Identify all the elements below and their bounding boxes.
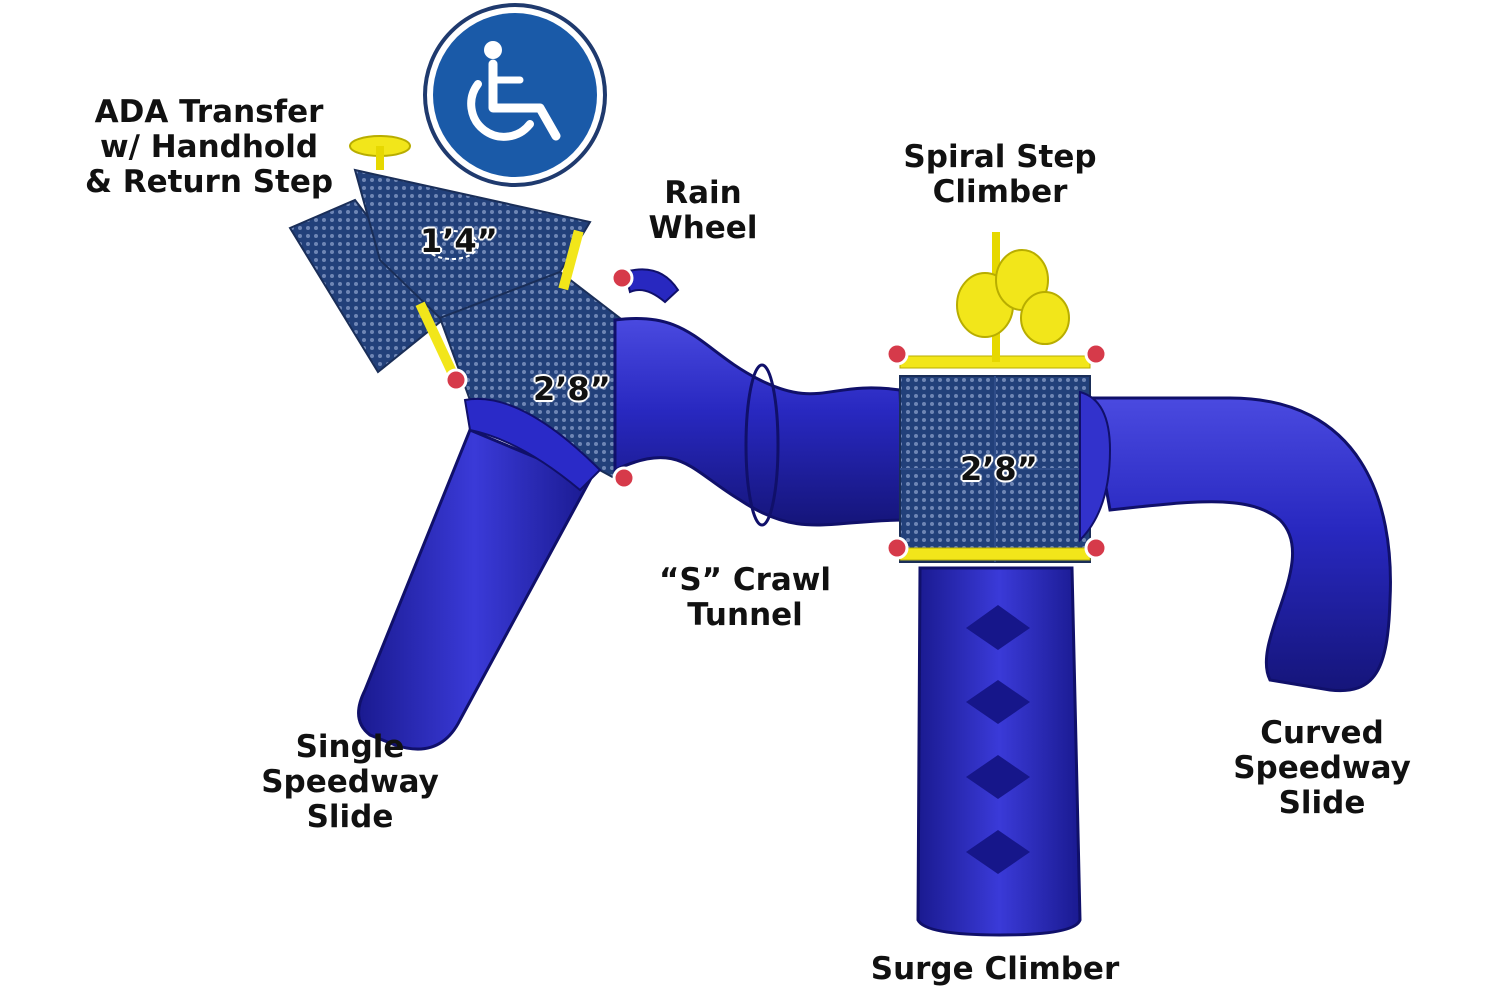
label-s-crawl-tunnel: “S” Crawl Tunnel bbox=[650, 563, 840, 633]
left-deck bbox=[415, 229, 627, 482]
single-slide-line-1: Single bbox=[295, 729, 405, 765]
ada-transfer-line-1: ADA Transfer bbox=[94, 94, 324, 130]
label-rain-wheel: Rain Wheel bbox=[648, 176, 758, 246]
crawl-tunnel-line-2: Tunnel bbox=[687, 597, 803, 633]
dimension-right-deck: 2’8” bbox=[960, 450, 1038, 488]
dimension-left-deck: 2’8” bbox=[533, 370, 611, 408]
spiral-step-line-2: Climber bbox=[932, 174, 1068, 210]
rain-wheel-line-2: Wheel bbox=[648, 210, 758, 246]
ada-transfer-step bbox=[288, 135, 592, 374]
curved-slide-line-1: Curved bbox=[1260, 715, 1384, 751]
single-slide-line-3: Slide bbox=[306, 799, 394, 835]
crawl-tunnel-line-1: “S” Crawl bbox=[658, 562, 832, 598]
ada-transfer-line-2: w/ Handhold bbox=[99, 129, 319, 165]
label-curved-speedway-slide: Curved Speedway Slide bbox=[1222, 716, 1422, 821]
right-deck bbox=[899, 355, 1091, 563]
curved-slide-line-3: Slide bbox=[1278, 785, 1366, 821]
spiral-step-climber bbox=[956, 232, 1070, 362]
curved-speedway-slide bbox=[1079, 390, 1392, 693]
label-single-speedway-slide: Single Speedway Slide bbox=[250, 730, 450, 835]
wheelchair-accessibility-icon bbox=[423, 3, 607, 187]
single-slide-line-2: Speedway bbox=[261, 764, 439, 800]
single-speedway-slide bbox=[357, 397, 602, 751]
surge-climber bbox=[916, 566, 1082, 937]
s-crawl-tunnel bbox=[613, 317, 907, 527]
deck-posts bbox=[444, 266, 1108, 560]
label-spiral-step-climber: Spiral Step Climber bbox=[895, 140, 1105, 210]
label-ada-transfer: ADA Transfer w/ Handhold & Return Step bbox=[78, 95, 340, 200]
spiral-step-line-1: Spiral Step bbox=[903, 139, 1097, 175]
ada-transfer-line-3: & Return Step bbox=[84, 164, 334, 200]
label-surge-climber: Surge Climber bbox=[870, 951, 1120, 987]
curved-slide-line-2: Speedway bbox=[1233, 750, 1411, 786]
rain-wheel bbox=[623, 268, 680, 304]
rain-wheel-line-1: Rain bbox=[664, 175, 742, 211]
dimension-transfer-step: 1’4” bbox=[420, 222, 498, 260]
